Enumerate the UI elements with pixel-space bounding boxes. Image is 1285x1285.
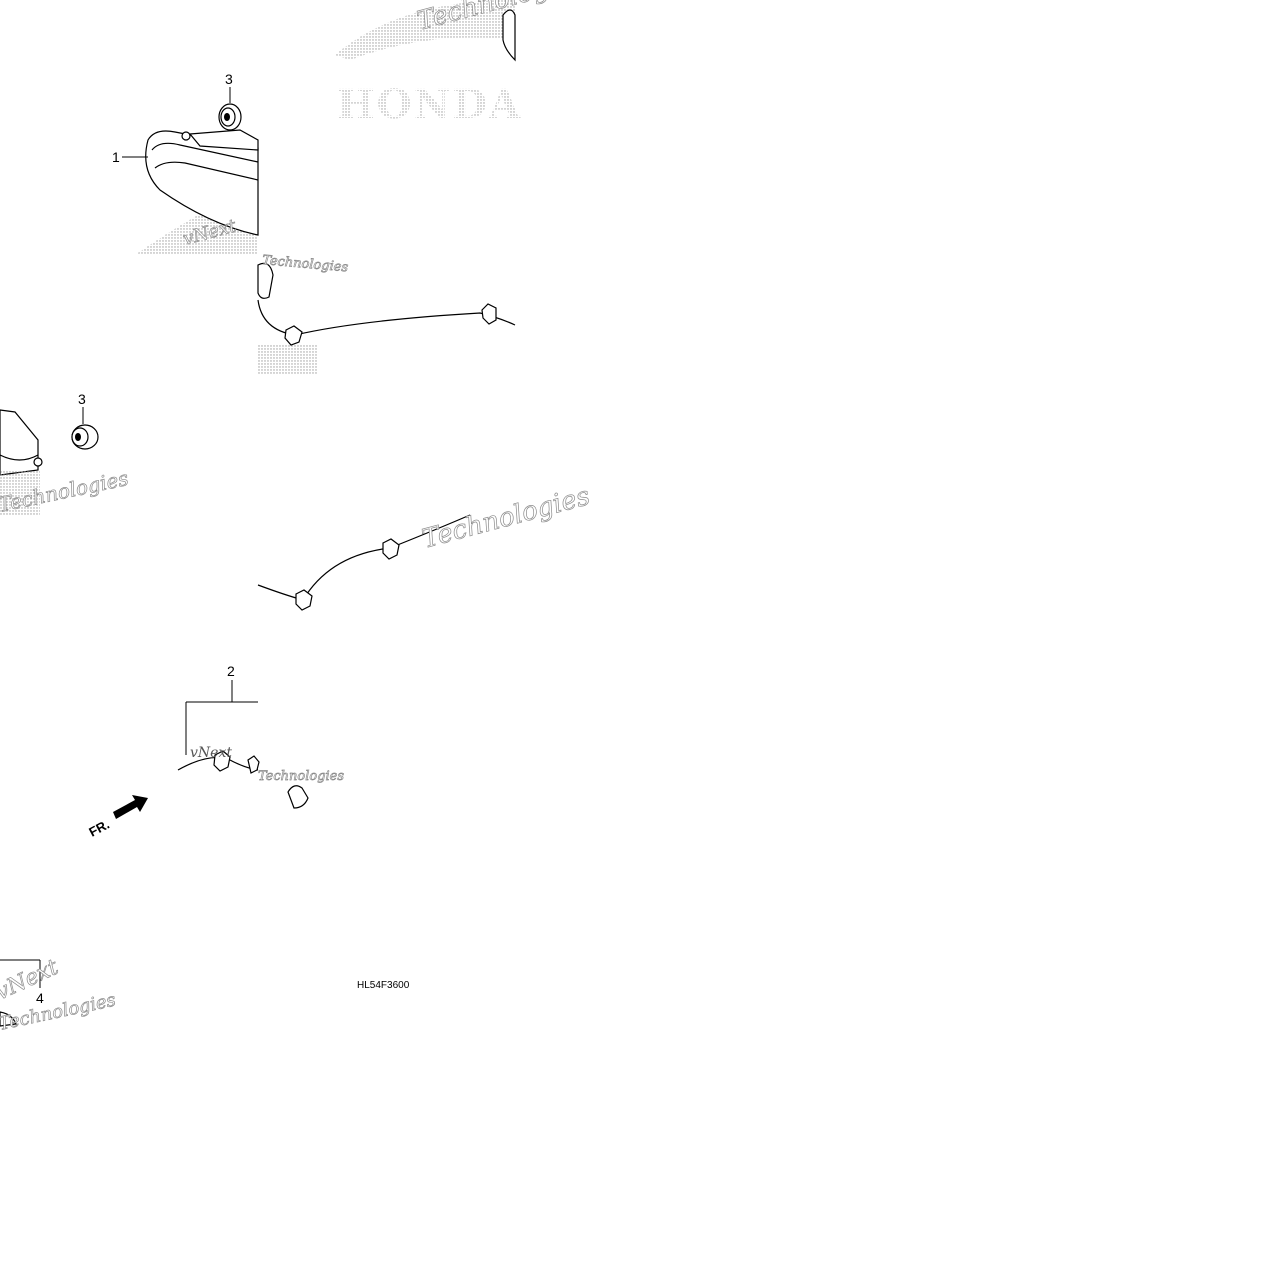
- callout-1: 1: [112, 149, 120, 165]
- technologies-watermark-5: Technologies: [258, 769, 344, 784]
- front-direction-indicator: FR.: [86, 795, 148, 840]
- connector-fragment-top: [502, 9, 516, 62]
- fr-label: FR.: [86, 817, 112, 840]
- grommet-top: [218, 103, 242, 131]
- socket-fragment: vNext Technologies: [0, 954, 118, 1035]
- harness-segment-lower: vNext Technologies: [177, 745, 345, 809]
- tail-light-fragment-left: Technologies: [0, 409, 131, 517]
- harness-segment-middle: Technologies: [257, 481, 593, 611]
- harness-segment-upper: Technologies: [257, 253, 516, 375]
- callout-2: 2: [227, 663, 235, 679]
- callout-4: 4: [36, 990, 44, 1006]
- honda-watermark-text: HONDA: [337, 81, 522, 128]
- part-code: HL54F3600: [357, 980, 410, 991]
- brand-watermark-top: HONDA Technologies: [335, 0, 588, 128]
- technologies-watermark-4: Technologies: [419, 481, 593, 555]
- technologies-watermark-2: Technologies: [262, 253, 349, 275]
- tail-light-assembly: [135, 129, 259, 255]
- callout-3-top: 3: [225, 71, 233, 87]
- callout-3-left: 3: [78, 391, 86, 407]
- grommet-left: [71, 424, 99, 450]
- harness-bracket-2: [185, 680, 258, 755]
- vnext-watermark-3: vNext: [0, 955, 62, 1006]
- vnext-watermark-2: vNext: [190, 745, 232, 761]
